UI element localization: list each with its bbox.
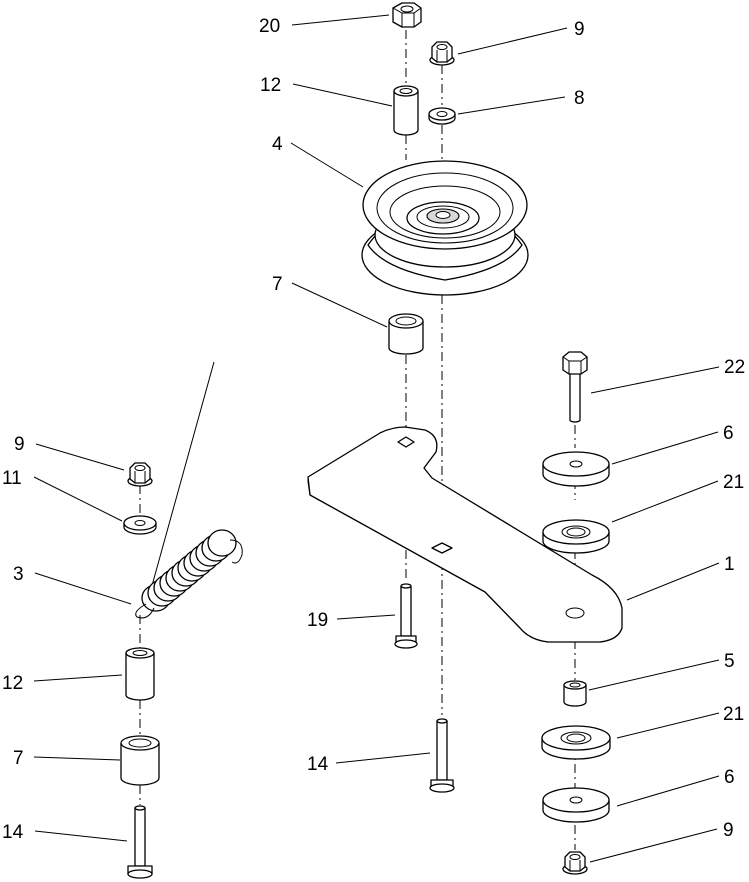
callout-9-left: 9 <box>14 434 25 455</box>
center-lines <box>139 30 576 850</box>
callout-8: 8 <box>574 88 585 109</box>
callout-9-top: 9 <box>574 19 585 40</box>
leader-lines <box>33 14 720 863</box>
callout-11: 11 <box>2 468 22 489</box>
part-7-left-bushing <box>120 735 160 786</box>
callout-12-top: 12 <box>260 75 281 96</box>
callout-14-left: 14 <box>2 822 24 843</box>
callout-6-lower: 6 <box>724 767 735 788</box>
callout-12-left: 12 <box>2 673 23 694</box>
part-4-idler-pulley <box>361 160 529 296</box>
part-11-washer <box>123 515 157 535</box>
part-14-mid-bolt <box>429 718 455 793</box>
part-21-lower-washer <box>541 725 611 760</box>
callout-1: 1 <box>724 554 735 575</box>
callout-14-mid: 14 <box>307 754 329 775</box>
part-5-spacer <box>563 680 587 707</box>
part-20-hex-bolt <box>392 2 422 28</box>
callout-7-left: 7 <box>13 748 24 769</box>
callout-9-bottom-right: 9 <box>723 820 734 841</box>
part-6-upper-washer <box>542 451 610 487</box>
callout-3: 3 <box>13 564 24 585</box>
part-1-idler-arm <box>307 426 623 643</box>
callout-labels: 20 9 12 8 4 7 22 6 21 1 19 5 21 14 6 9 9… <box>2 16 745 843</box>
callout-19: 19 <box>307 610 328 631</box>
callout-5: 5 <box>724 651 735 672</box>
part-12-left-spacer <box>125 647 155 701</box>
callout-6-upper: 6 <box>723 423 734 444</box>
part-9-top-flange-nut <box>429 41 455 66</box>
part-8-washer <box>428 107 456 125</box>
callout-4: 4 <box>272 134 283 155</box>
part-21-upper-washer <box>542 519 610 554</box>
callout-21-upper: 21 <box>723 472 744 493</box>
part-9-left-flange-nut <box>127 462 153 487</box>
part-7-mid-bushing <box>388 313 424 355</box>
part-6-lower-washer <box>542 787 610 823</box>
part-9-bottom-right-flange-nut <box>562 851 588 875</box>
part-19-bolt <box>394 583 418 649</box>
callout-21-lower: 21 <box>723 704 744 725</box>
part-3-extension-spring <box>135 361 243 619</box>
callout-22: 22 <box>724 357 745 378</box>
part-12-top-spacer <box>393 85 419 136</box>
callout-20: 20 <box>259 16 280 37</box>
callout-7-mid: 7 <box>272 274 283 295</box>
part-14-left-bolt <box>127 805 153 879</box>
part-22-hex-bolt <box>562 351 588 423</box>
